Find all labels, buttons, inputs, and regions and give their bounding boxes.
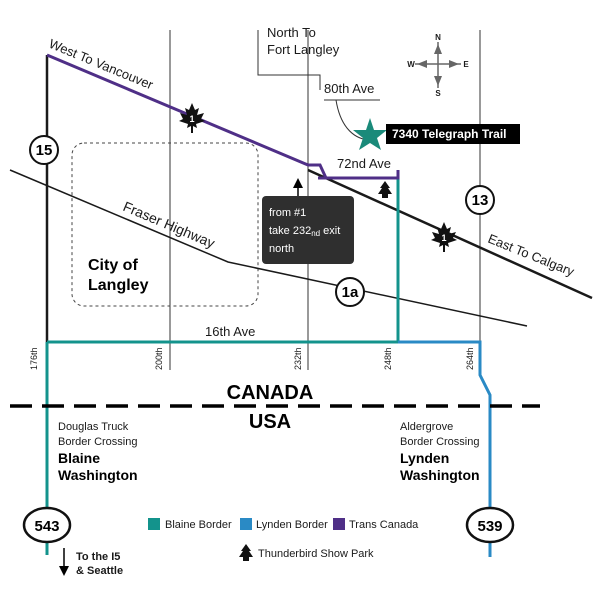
label-canada: CANADA xyxy=(227,382,314,404)
label-72nd-ave: 72nd Ave xyxy=(337,156,391,171)
road-north-fort-langley xyxy=(257,30,321,90)
destination-label: 7340 Telegraph Trail xyxy=(392,127,507,141)
label-264th: 264th xyxy=(465,347,475,370)
callout-line3: north xyxy=(269,243,294,255)
callout-line1: from #1 xyxy=(269,207,306,219)
label-north-to: North To xyxy=(267,25,316,40)
legend-show-park: Thunderbird Show Park xyxy=(258,548,374,560)
svg-text:1: 1 xyxy=(189,114,194,124)
label-city-of: City of xyxy=(88,257,138,274)
label-aldergrove-1: Aldergrove xyxy=(400,421,453,433)
map-legend: Blaine Border Lynden Border Trans Canada… xyxy=(148,518,419,561)
svg-text:1a: 1a xyxy=(342,284,359,301)
label-usa: USA xyxy=(249,411,291,433)
destination-star-icon xyxy=(353,118,387,150)
city-of-langley-boundary xyxy=(71,142,259,307)
compass-w: W xyxy=(407,60,415,69)
svg-text:543: 543 xyxy=(34,518,59,535)
maple-leaf-icon: 1 xyxy=(179,103,205,133)
route-13-shield: 13 xyxy=(465,185,495,215)
maple-leaf-icon: 1 xyxy=(431,222,457,252)
label-langley: Langley xyxy=(88,277,149,294)
route-1a-shield: 1a xyxy=(335,277,365,307)
label-west-to-vancouver: West To Vancouver xyxy=(47,36,156,93)
compass-n: N xyxy=(435,33,441,42)
destination-label-box xyxy=(386,124,520,144)
label-fort-langley: Fort Langley xyxy=(267,42,340,57)
tree-icon xyxy=(378,181,392,198)
route-543-shield: 543 xyxy=(22,506,72,544)
compass-s: S xyxy=(435,89,441,98)
svg-text:1: 1 xyxy=(441,233,446,243)
svg-text:539: 539 xyxy=(477,518,502,535)
legend-swatch-lynden xyxy=(240,518,252,530)
callout-line2: take 232nd exit xyxy=(269,225,340,238)
legend-trans-canada: Trans Canada xyxy=(349,519,419,531)
label-232th: 232th xyxy=(293,347,303,370)
route-15-shield: 15 xyxy=(29,135,59,165)
label-176th: 176th xyxy=(29,347,39,370)
svg-text:15: 15 xyxy=(36,142,53,159)
up-arrow-icon xyxy=(293,178,303,196)
compass-e: E xyxy=(463,60,469,69)
fraser-highway-road xyxy=(9,169,528,327)
label-douglas-1: Douglas Truck xyxy=(58,421,129,433)
label-lynden-1: Lynden xyxy=(400,450,449,466)
legend-blaine-border: Blaine Border xyxy=(165,519,232,531)
label-80th-ave: 80th Ave xyxy=(324,81,374,96)
legend-tree-icon xyxy=(239,544,253,561)
legend-swatch-trans-canada xyxy=(333,518,345,530)
label-248th: 248th xyxy=(383,347,393,370)
label-blaine-2: Washington xyxy=(58,467,138,483)
label-douglas-2: Border Crossing xyxy=(58,436,137,448)
legend-lynden-border: Lynden Border xyxy=(256,519,328,531)
route-539-shield: 539 xyxy=(465,506,515,544)
compass-rose: N S W E xyxy=(407,33,469,98)
label-aldergrove-2: Border Crossing xyxy=(400,436,479,448)
label-200th: 200th xyxy=(154,347,164,370)
down-arrow-icon xyxy=(59,548,69,576)
label-to-i5: To the I5 xyxy=(76,551,120,563)
exit-callout-box xyxy=(262,196,354,264)
label-blaine-1: Blaine xyxy=(58,450,100,466)
label-seattle: & Seattle xyxy=(76,565,123,577)
label-lynden-2: Washington xyxy=(400,467,480,483)
legend-swatch-blaine xyxy=(148,518,160,530)
lynden-border-route xyxy=(398,340,492,508)
label-16th-ave: 16th Ave xyxy=(205,324,255,339)
label-fraser-highway: Fraser Highway xyxy=(121,198,217,251)
svg-text:13: 13 xyxy=(472,192,489,209)
